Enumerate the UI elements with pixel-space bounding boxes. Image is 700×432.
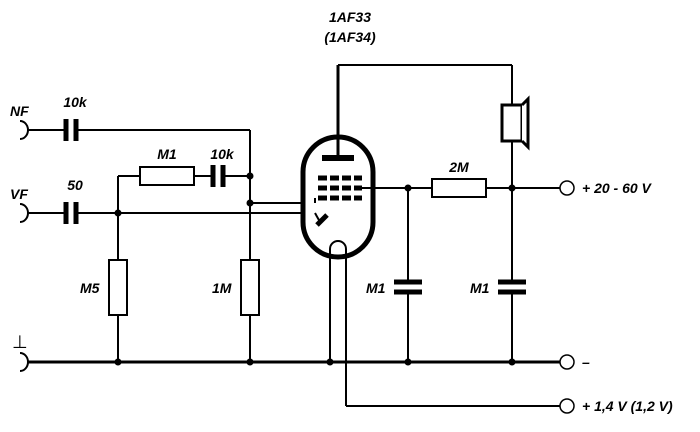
terminal-filament-label: + 1,4 V (1,2 V) <box>582 398 673 414</box>
tube-envelope <box>300 65 376 260</box>
capacitor-screen-label: M1 <box>366 280 386 296</box>
resistor-screen: 2M <box>431 159 487 198</box>
ground-input: ⊥ <box>12 332 560 372</box>
capacitor-nf: 10k <box>63 94 88 141</box>
capacitor-vf: 50 <box>63 177 83 224</box>
headphone-icon <box>500 95 530 151</box>
resistor-feedback-label: M1 <box>157 146 177 162</box>
tube-grids <box>318 175 362 201</box>
vf-input: VF <box>10 186 64 223</box>
terminal-negative-label: – <box>582 354 590 370</box>
vf-input-label: VF <box>10 186 28 202</box>
capacitor-nf-label: 10k <box>63 94 88 110</box>
resistor-m5-label: M5 <box>80 280 100 296</box>
resistor-m5: M5 <box>80 259 128 316</box>
terminal-anode-supply: + 20 - 60 V <box>559 180 653 196</box>
capacitor-feedback: 10k <box>210 146 235 187</box>
tube-type-label: 1AF33 <box>329 9 371 25</box>
capacitor-supply: M1 <box>470 279 526 296</box>
nf-input: NF <box>10 103 64 140</box>
resistor-feedback: M1 <box>139 146 195 186</box>
ground-symbol: ⊥ <box>12 332 28 352</box>
terminal-anode-supply-label: + 20 - 60 V <box>582 180 653 196</box>
nf-input-label: NF <box>10 103 29 119</box>
resistor-screen-label: 2M <box>448 159 469 175</box>
capacitor-screen: M1 <box>366 279 422 296</box>
capacitor-feedback-label: 10k <box>210 146 235 162</box>
terminal-negative: – <box>559 354 590 370</box>
terminal-filament: + 1,4 V (1,2 V) <box>559 398 673 414</box>
capacitor-supply-label: M1 <box>470 280 490 296</box>
resistor-grid: 1M <box>212 259 260 316</box>
tube-alt-type-label: (1AF34) <box>324 29 376 45</box>
resistor-grid-label: 1M <box>212 280 232 296</box>
capacitor-vf-label: 50 <box>67 177 83 193</box>
